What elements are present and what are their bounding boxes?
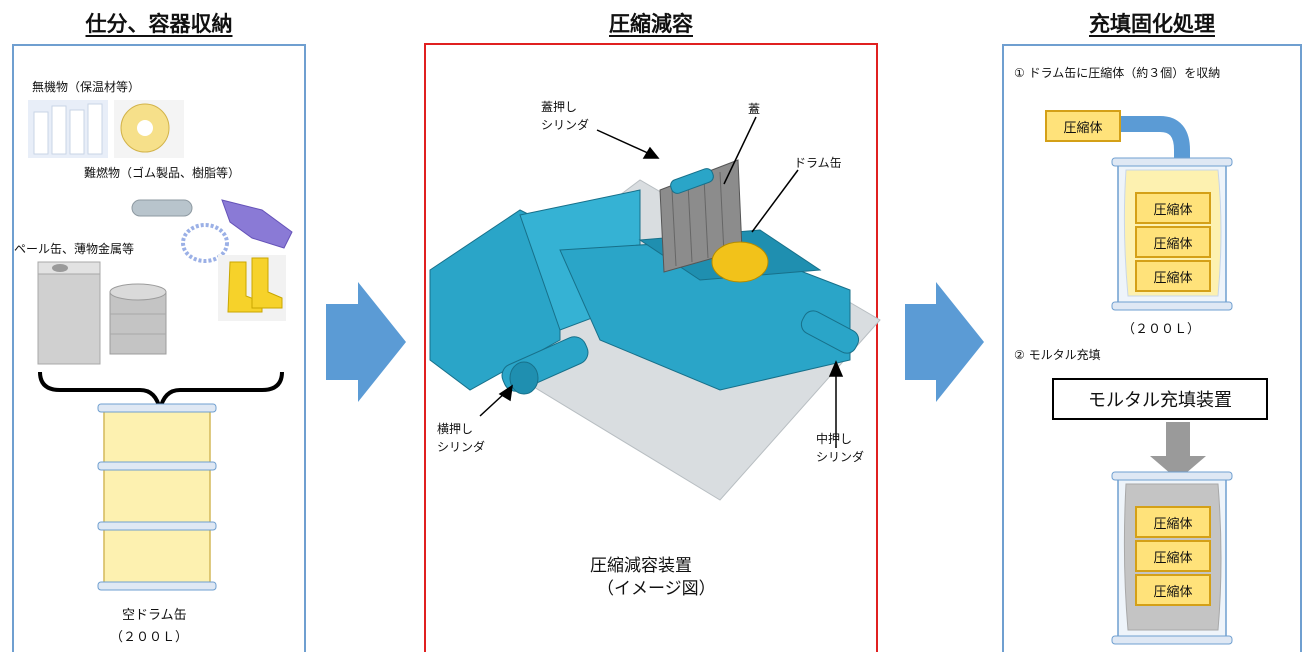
compression-machine <box>429 159 881 501</box>
empty-drum-capacity: （２００Ｌ） <box>110 630 189 645</box>
sorting-panel <box>12 44 306 652</box>
compact-block: 圧縮体 <box>1135 574 1211 606</box>
device-name: 圧縮減容装置 <box>590 556 692 576</box>
center-cylinder-label-line2: シリンダ <box>816 450 865 464</box>
center-cylinder-label-line1: 中押し <box>816 432 853 446</box>
square-can-photo <box>37 261 101 365</box>
glove-photo <box>221 199 293 249</box>
drum-can-label: ドラム缶 <box>794 156 842 170</box>
lid-cylinder-label-line1: 蓋押し <box>541 100 578 114</box>
lid-cylinder-label-line2: シリンダ <box>541 118 590 132</box>
compact-block: 圧縮体 <box>1135 540 1211 572</box>
boots-photo <box>218 255 286 321</box>
insulation-photo <box>28 100 108 158</box>
inorganic-label: 無機物（保温材等） <box>32 80 141 94</box>
compact-block: 圧縮体 <box>1135 506 1211 538</box>
compact-block: 圧縮体 <box>1135 226 1211 258</box>
drum-capacity-label: （２００Ｌ） <box>1122 322 1201 337</box>
hard-flammable-label: 難燃物（ゴム製品、樹脂等） <box>84 166 241 180</box>
lid-label: 蓋 <box>748 102 761 116</box>
insulation-roll-photo <box>114 100 184 158</box>
empty-drum-label: 空ドラム缶 <box>122 608 187 623</box>
insert-arrow <box>1117 116 1190 168</box>
callout-arrows <box>479 116 844 448</box>
compact-block: 圧縮体 <box>1135 260 1211 292</box>
side-cylinder-label-line2: シリンダ <box>437 440 486 454</box>
empty-drum <box>97 403 217 591</box>
mortar-arrow-shaft <box>1166 422 1190 458</box>
section-title-solidification: 充填固化処理 <box>1089 12 1215 36</box>
compression-panel <box>424 43 878 652</box>
device-note: （イメージ図） <box>597 579 716 599</box>
hose-photo <box>131 199 229 263</box>
pail-can-photo <box>109 283 167 355</box>
process-arrow-1 <box>326 282 406 402</box>
pail-metal-label: ペール缶、薄物金属等 <box>14 242 135 256</box>
process-arrow-2 <box>905 282 984 402</box>
section-title-sorting: 仕分、容器収納 <box>85 12 233 36</box>
mortar-filling-device: モルタル充填装置 <box>1052 378 1268 420</box>
side-cylinder-label-line1: 横押し <box>437 422 474 436</box>
step1-label: ① ドラム缶に圧縮体（約３個）を収納 <box>1014 66 1221 80</box>
step2-label: ② モルタル充填 <box>1014 348 1101 362</box>
mortar-arrow-head <box>1150 456 1206 480</box>
solidification-panel <box>1002 44 1302 652</box>
section-title-compression: 圧縮減容 <box>609 12 693 36</box>
compact-block-incoming: 圧縮体 <box>1045 110 1121 142</box>
compact-block: 圧縮体 <box>1135 192 1211 224</box>
